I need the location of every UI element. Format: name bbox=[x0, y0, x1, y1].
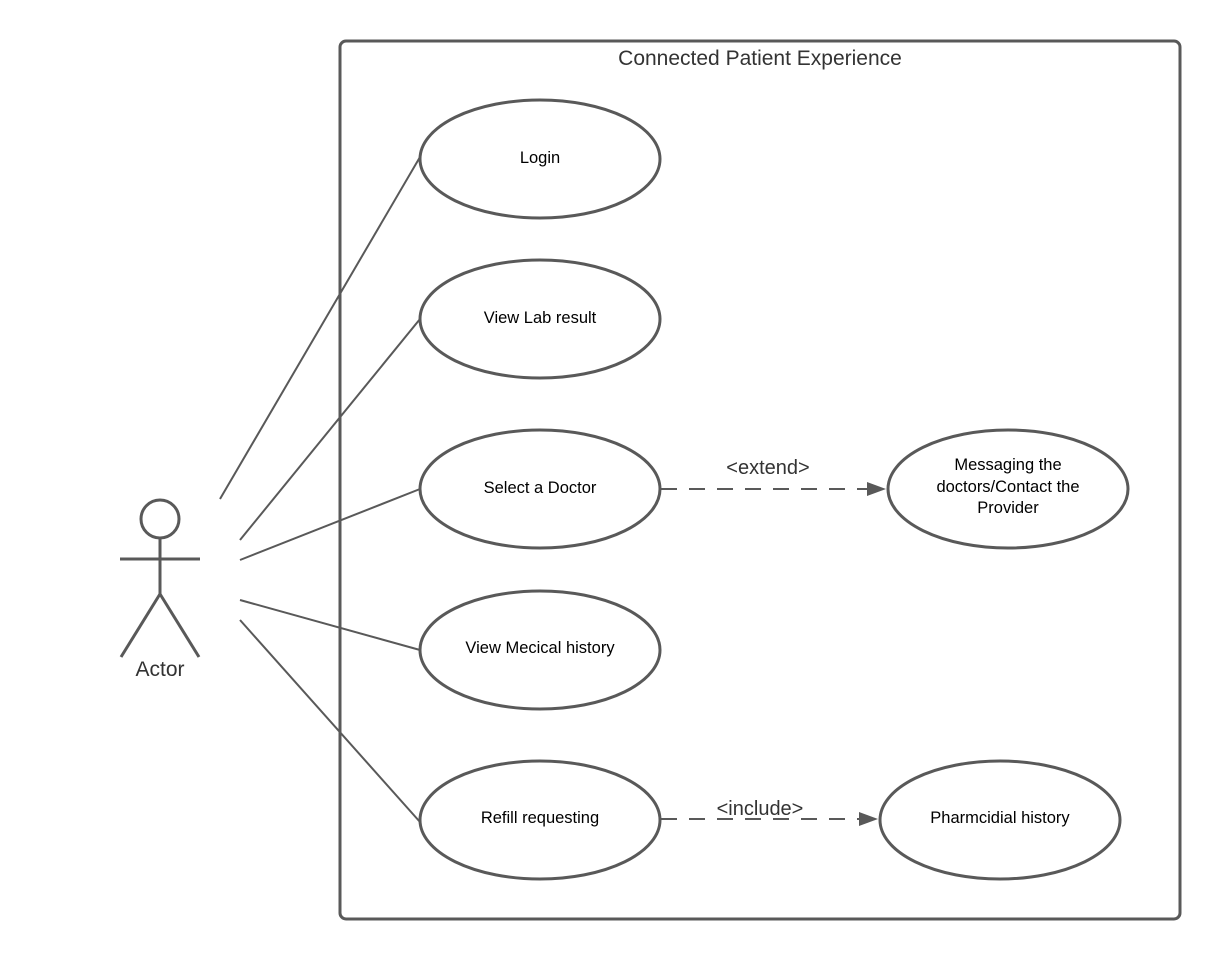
use-case-refill-requesting-label: Refill requesting bbox=[481, 809, 599, 827]
actor-label: Actor bbox=[135, 658, 184, 681]
use-case-refill-requesting-ellipse[interactable] bbox=[418, 759, 662, 881]
use-case-pharmacy-history-label: Pharmcidial history bbox=[930, 809, 1070, 827]
use-case-pharmacy-history-ellipse[interactable] bbox=[878, 759, 1122, 881]
use-case-refill-requesting[interactable]: Refill requesting bbox=[418, 759, 662, 881]
extend-arrowhead-icon bbox=[867, 482, 886, 496]
actor-head bbox=[139, 498, 181, 540]
use-case-view-lab-result-label: View Lab result bbox=[484, 309, 597, 327]
use-case-view-lab-result-ellipse[interactable] bbox=[418, 258, 662, 380]
actor: Actor bbox=[119, 498, 201, 681]
association-login bbox=[219, 156, 421, 500]
actor-left-leg bbox=[119, 593, 162, 658]
association-view-medical-history bbox=[239, 599, 421, 651]
associations bbox=[219, 156, 421, 823]
association-refill-requesting bbox=[239, 619, 421, 823]
use-case-view-medical-history[interactable]: View Mecical history bbox=[418, 589, 662, 711]
use-case-login-label: Login bbox=[520, 149, 560, 167]
use-case-messaging-line-3: Provider bbox=[977, 499, 1039, 517]
use-case-pharmacy-history[interactable]: Pharmcidial history bbox=[878, 759, 1122, 881]
include-relationship: <include> bbox=[661, 798, 878, 826]
include-arrowhead-icon bbox=[859, 812, 878, 826]
extend-relationship: <extend> bbox=[661, 457, 886, 496]
association-select-doctor bbox=[239, 488, 421, 561]
use-case-select-doctor-ellipse[interactable] bbox=[418, 428, 662, 550]
use-case-login[interactable]: Login bbox=[418, 98, 662, 220]
use-case-messaging-doctors[interactable]: Messaging the doctors/Contact the Provid… bbox=[886, 428, 1130, 550]
use-case-select-doctor-label: Select a Doctor bbox=[484, 479, 597, 497]
use-case-messaging-doctors-ellipse[interactable] bbox=[886, 428, 1130, 550]
extend-label: <extend> bbox=[726, 457, 809, 479]
use-case-view-lab-result[interactable]: View Lab result bbox=[418, 258, 662, 380]
association-view-lab-result bbox=[239, 318, 421, 541]
include-label: <include> bbox=[717, 798, 804, 820]
use-case-login-ellipse[interactable] bbox=[418, 98, 662, 220]
use-case-messaging-line-2: doctors/Contact the bbox=[936, 478, 1079, 496]
use-case-select-doctor[interactable]: Select a Doctor bbox=[418, 428, 662, 550]
use-case-view-medical-history-label: View Mecical history bbox=[465, 639, 615, 657]
actor-right-leg bbox=[158, 593, 201, 658]
use-case-messaging-line-1: Messaging the bbox=[954, 456, 1061, 474]
use-case-view-medical-history-ellipse[interactable] bbox=[418, 589, 662, 711]
actor-figure-icon bbox=[119, 498, 201, 658]
system-title: Connected Patient Experience bbox=[618, 47, 902, 70]
